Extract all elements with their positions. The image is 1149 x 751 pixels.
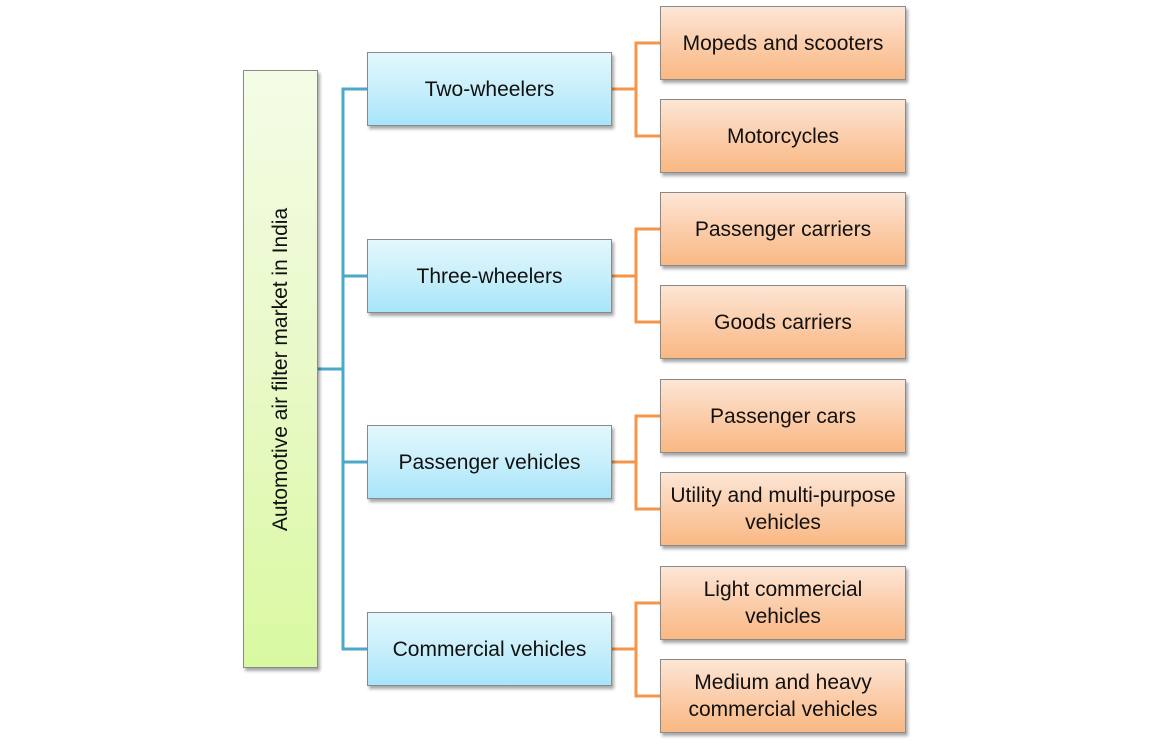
leaf-label: Medium and heavy commercial vehicles xyxy=(688,671,878,721)
category-label: Three-wheelers xyxy=(416,264,563,288)
category-node-three-wheelers: Three-wheelers xyxy=(367,239,612,313)
leaf-node-motorcycles: Motorcycles xyxy=(660,99,906,173)
category-label: Two-wheelers xyxy=(424,77,555,101)
leaf-node-medium-heavy-commercial: Medium and heavy commercial vehicles xyxy=(660,659,906,733)
category-node-passenger-vehicles: Passenger vehicles xyxy=(367,425,612,499)
leaf-node-utility-multipurpose: Utility and multi-purpose vehicles xyxy=(660,472,906,546)
category-node-commercial-vehicles: Commercial vehicles xyxy=(367,612,612,686)
leaf-node-passenger-carriers: Passenger carriers xyxy=(660,192,906,266)
leaf-label: Motorcycles xyxy=(726,124,840,148)
root-node: Automotive air filter market in India xyxy=(243,70,318,668)
category-node-two-wheelers: Two-wheelers xyxy=(367,52,612,126)
leaf-node-goods-carriers: Goods carriers xyxy=(660,285,906,359)
leaf-label: Goods carriers xyxy=(714,310,852,334)
leaf-label: Light commercial vehicles xyxy=(703,578,863,628)
leaf-label: Passenger cars xyxy=(710,404,856,428)
root-connectors xyxy=(316,87,369,651)
category-label: Passenger vehicles xyxy=(398,450,581,474)
category-connectors xyxy=(610,41,662,698)
leaf-label: Mopeds and scooters xyxy=(682,31,884,55)
leaf-node-mopeds-scooters: Mopeds and scooters xyxy=(660,6,906,80)
root-node-label: Automotive air filter market in India xyxy=(269,207,293,531)
category-label: Commercial vehicles xyxy=(392,637,587,661)
leaf-node-passenger-cars: Passenger cars xyxy=(660,379,906,453)
leaf-label: Utility and multi-purpose vehicles xyxy=(670,484,896,534)
leaf-label: Passenger carriers xyxy=(694,217,872,241)
leaf-node-light-commercial: Light commercial vehicles xyxy=(660,566,906,640)
